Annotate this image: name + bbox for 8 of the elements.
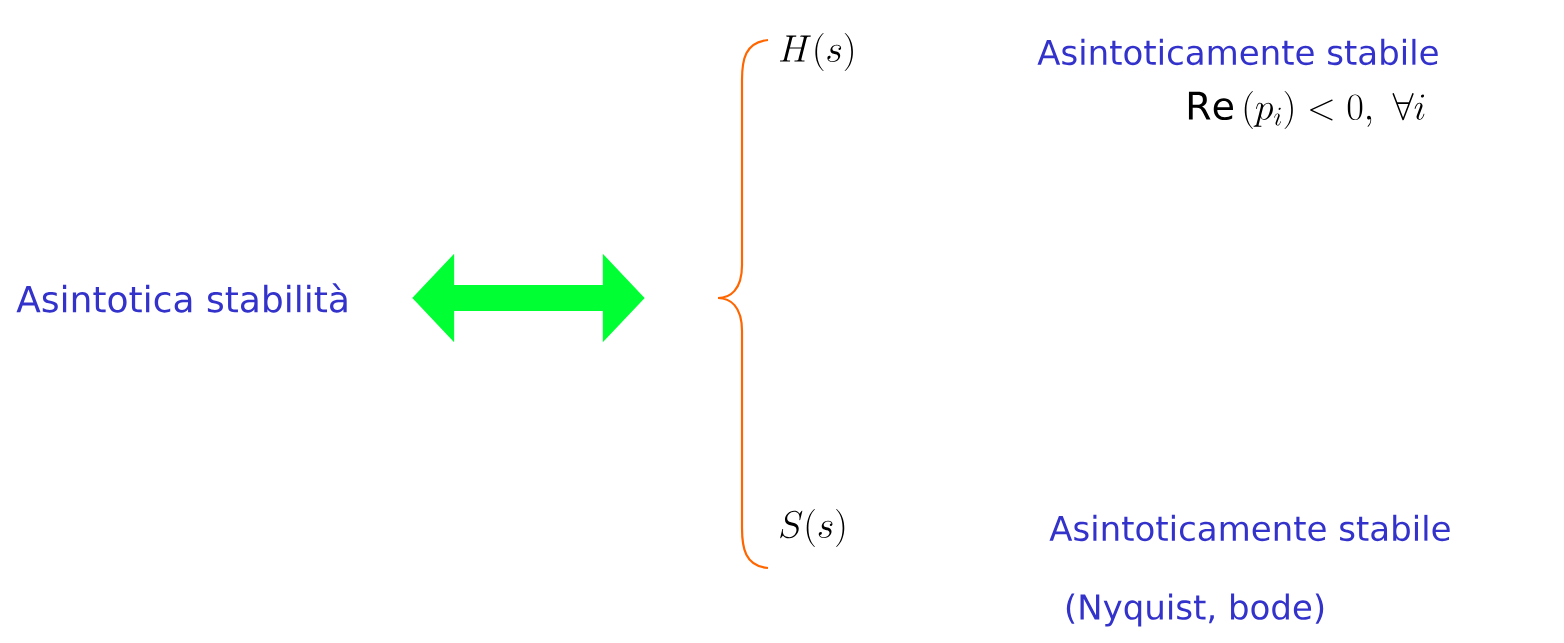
text-label: Asintotica stabilità [16, 283, 347, 313]
text-label: (Nyquist, bode) [1066, 593, 1324, 627]
text-label: Asintoticamente stabile [1049, 514, 1450, 542]
text-label: Asintoticamente stabile [1037, 38, 1438, 66]
curly-brace [716, 38, 769, 570]
formula: $S(s)$ [780, 509, 845, 547]
formula: $H(s)$ [779, 33, 853, 71]
formula: $\mathrm{Re}\,(p_i) < 0,\ \forall i$ [1188, 91, 1425, 129]
